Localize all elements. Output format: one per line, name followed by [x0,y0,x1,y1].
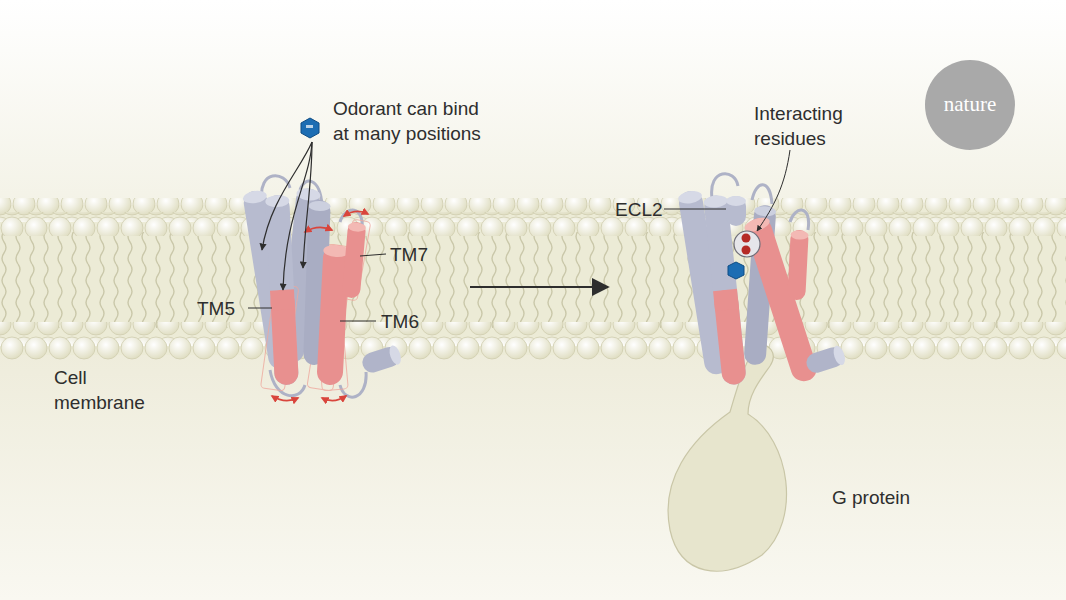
helix-tm5 [265,195,299,386]
callout-text: Odorant can bind at many positions [333,96,498,146]
cell-membrane [0,205,1066,355]
leader-line [248,254,386,321]
helix-label: TM6 [381,309,419,334]
receptor-active [787,230,809,301]
receptor-inactive [344,211,368,216]
helix-tm5 [270,289,299,385]
receptor-active [790,230,808,240]
receptor-inactive [322,396,346,401]
receptor-inactive [272,396,298,401]
leader-line [757,150,790,231]
interacting-residues [734,231,760,257]
leader-line [340,321,376,322]
part-label: G protein [832,485,910,510]
receptor-inactive [387,344,403,366]
receptor-active [754,205,777,217]
interacting-residues [742,246,751,255]
odorant [283,142,312,290]
receptor-active [787,230,809,301]
receptor-inactive [360,344,402,375]
odorant [262,118,319,290]
receptor-active [703,194,747,385]
receptor-active [831,344,847,366]
receptor-active [804,344,847,375]
cell-membrane [0,212,1066,236]
region-label: Cell membrane [54,365,154,415]
receptor-active [677,189,703,205]
receptor-inactive [242,176,403,401]
receptor-inactive [242,189,268,205]
leader-line [664,150,790,231]
cell-membrane [0,336,1066,360]
helix-label: TM5 [197,296,235,321]
receptor-active [713,289,747,386]
receptor-active [713,289,739,311]
odorant [262,142,312,250]
receptor-inactive [262,176,367,397]
background [0,0,1066,210]
cell-membrane [0,232,1066,328]
interacting-residues [734,231,760,257]
receptor-inactive [360,344,403,375]
background [0,350,1066,600]
bound-odorant [728,262,744,279]
helix-tm5 [265,195,290,208]
helix-label: TM7 [390,242,428,267]
cell-membrane [0,198,1066,360]
logo-text: nature [925,92,1015,117]
ecl2-helix [726,196,746,226]
helix-tm7 [342,221,367,298]
receptor-active [804,345,846,376]
receptor-inactive [308,201,330,212]
transition-arrow [470,286,608,288]
leader-line [248,308,272,309]
receptor-active [703,194,728,208]
helix-tm5 [265,195,299,386]
part-label: ECL2 [615,197,663,222]
ecl2-helix [726,196,746,206]
receptor-active [677,174,847,386]
receptor-active [703,194,747,385]
odorant [306,125,313,128]
leader-line [360,254,386,256]
odorant [301,118,319,138]
odorant [303,142,312,268]
helix-tm7 [342,221,367,298]
helix-tm5 [270,289,295,310]
receptor-inactive [260,284,298,391]
helix-tm7 [348,222,367,233]
receptor-inactive [272,211,368,400]
ecl2-helix [726,196,746,226]
leader-line [664,209,726,210]
interacting-residues [742,234,751,243]
logo-circle [925,60,1015,150]
callout-text: Interacting residues [754,101,874,151]
receptor-inactive [305,227,332,232]
